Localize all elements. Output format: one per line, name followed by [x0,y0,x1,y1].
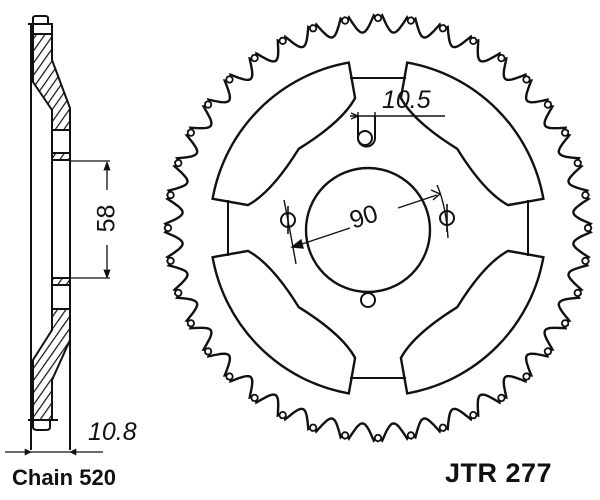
tooth-tip [469,410,478,420]
thickness-dimension: 10.8 [88,418,137,446]
tooth-tip [278,36,287,46]
tooth-tip [560,319,570,328]
tooth-tip [406,16,415,25]
tooth-tip [438,423,447,432]
tooth-tip [250,53,259,63]
tooth-tip [340,431,350,440]
tooth-tip [438,24,447,33]
tooth-tip [204,347,213,356]
tooth-tip [573,159,582,168]
tooth-tip [543,100,553,109]
tooth-tip [373,433,383,443]
lightening-cutout [211,249,357,395]
tooth-tip [204,100,213,109]
lightening-cutout [399,249,545,395]
tooth-tip [278,410,287,420]
tooth-tip [373,13,383,23]
lightening-cutout [399,61,545,207]
tooth-tip [340,16,350,25]
tooth-tip [225,372,234,381]
tooth-tip [174,159,183,168]
tooth-tip [583,223,593,233]
tooth-tip [573,288,582,297]
tooth-tip [560,128,570,137]
bore-dimension: 58 [92,204,121,233]
tooth-tip [497,53,506,63]
tooth-tip [522,372,531,381]
tooth-tip [581,191,590,200]
tooth-tip [166,191,175,200]
tooth-tip [308,423,318,432]
tooth-tip [406,431,415,440]
model-label: JTR 277 [445,458,553,488]
front-dimension-lines [283,112,449,265]
chain-label: Chain 520 [12,465,116,490]
tooth-tip [186,319,195,328]
bolt-hole [360,292,376,308]
tooth-tip [308,24,318,33]
tooth-tip [522,75,531,84]
tooth-tip [581,256,590,265]
tooth-tip [225,75,234,84]
sprocket-front-view [163,13,593,443]
lightening-cutout [211,61,357,207]
tooth-tip [543,347,553,356]
slot-width-dimension: 10.5 [382,86,431,114]
tooth-tip [469,36,478,46]
tooth-tip [186,128,195,137]
tooth-tip [166,256,175,265]
tooth-tip [174,288,183,297]
bolt-slot [357,116,376,148]
tooth-tip [163,223,173,233]
tooth-tip [497,393,506,402]
tooth-tip [250,393,259,402]
side-section-view [5,15,111,456]
